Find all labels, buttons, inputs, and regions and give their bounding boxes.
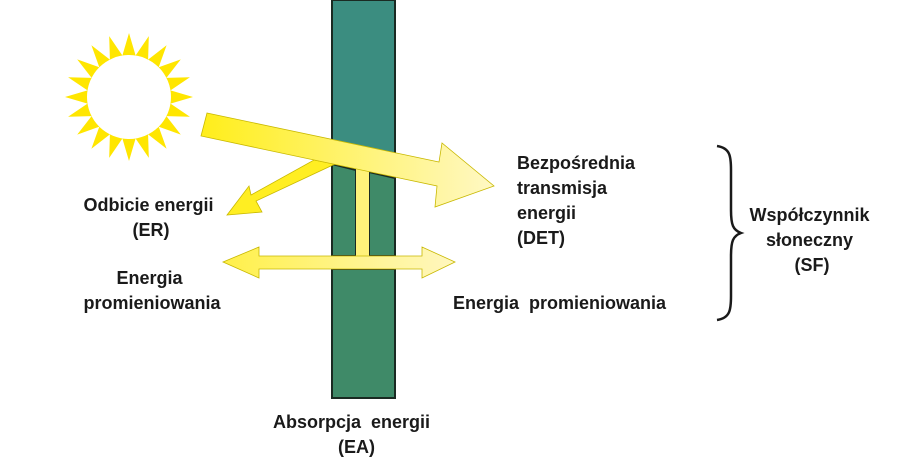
radiation-left-line: promieniowania — [83, 293, 221, 313]
glass-pane-middle-left — [331, 162, 357, 257]
sun-core — [87, 55, 171, 139]
sf-line: Współczynnik — [749, 205, 870, 225]
sun-icon — [65, 33, 193, 161]
radiation-left-line: Energia — [116, 268, 183, 288]
sf-abbr: (SF) — [795, 255, 830, 275]
radiation-right-label: Energia promieniowania — [453, 293, 667, 313]
glass-pane — [331, 0, 396, 399]
absorption-line: Absorpcja energii — [273, 412, 430, 432]
absorption-abbr: (EA) — [338, 437, 375, 457]
det-line: transmisja — [517, 178, 608, 198]
curly-brace-icon — [716, 144, 745, 322]
radiation-double-arrow — [221, 246, 456, 279]
glass-pane-middle-right — [368, 170, 396, 257]
det-line: Bezpośrednia — [517, 153, 636, 173]
direct-transmission-label: Bezpośrednia transmisja energii (DET) — [517, 153, 640, 248]
reflection-arrow — [226, 159, 337, 216]
reflection-label-abbr: (ER) — [133, 220, 170, 240]
absorption-stem — [356, 166, 369, 258]
glass-pane-top — [331, 0, 396, 157]
solar-factor-label: Współczynnik słoneczny (SF) — [749, 205, 874, 275]
reflection-label: Odbicie energii (ER) — [83, 195, 218, 240]
absorption-label: Absorpcja energii (EA) — [273, 412, 430, 457]
direct-transmission-arrow — [200, 112, 495, 208]
radiation-left-label: Energia promieniowania — [83, 268, 221, 313]
sf-line: słoneczny — [766, 230, 853, 250]
reflection-label-line: Odbicie energii — [83, 195, 213, 215]
det-line: energii — [517, 203, 576, 223]
det-abbr: (DET) — [517, 228, 565, 248]
glass-pane-bottom — [331, 268, 396, 399]
